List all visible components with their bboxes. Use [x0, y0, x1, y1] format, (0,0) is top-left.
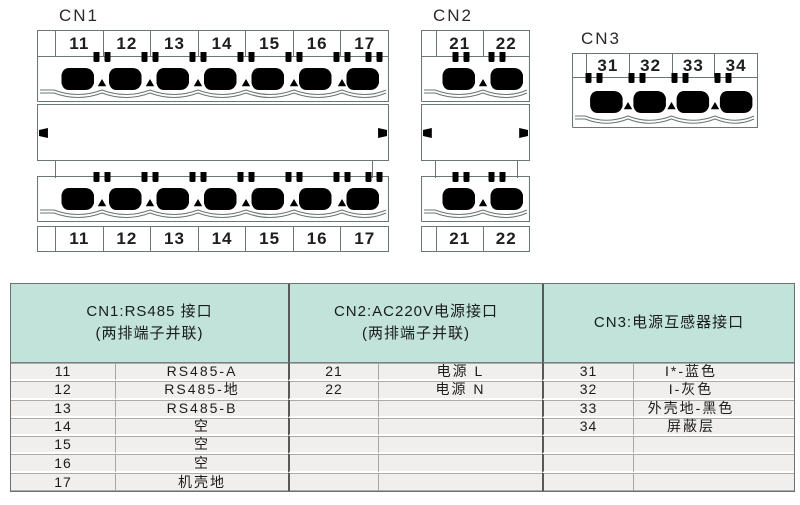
pin-cell: 21 — [288, 363, 379, 382]
pin-cell — [542, 454, 634, 473]
terminal-number: 13 — [151, 31, 199, 56]
pin-cell: 16 — [11, 454, 116, 473]
desc-cell — [634, 436, 794, 455]
table-header-cn2: CN2:AC220V电源接口 (两排端子并联) — [288, 284, 542, 363]
strip-stub — [422, 227, 437, 251]
pin-cell: 17 — [11, 472, 116, 492]
terminal-number: 13 — [151, 227, 199, 251]
terminal-number: 15 — [246, 31, 294, 56]
cn2-bottom-terminal-strip-graphic — [421, 172, 530, 223]
cn1-bottom-number-strip: 11 12 13 14 15 16 17 — [37, 226, 389, 252]
desc-cell — [379, 472, 542, 492]
pin-cell: 33 — [542, 399, 634, 418]
header-subtitle: (两排端子并联) — [95, 325, 204, 342]
connector-cn1: 11 12 13 14 15 16 17 — [37, 30, 389, 252]
strip-stub — [38, 31, 56, 56]
cn2-top-terminal-strip-graphic — [421, 52, 530, 103]
pin-cell: 31 — [542, 363, 634, 382]
desc-cell: 电源 N — [379, 381, 542, 400]
terminal-number: 17 — [354, 229, 376, 248]
pin-cell: 32 — [542, 381, 634, 400]
desc-cell: 电源 L — [379, 363, 542, 382]
pin-cell: 12 — [11, 381, 116, 400]
cn1-body — [37, 104, 389, 161]
desc-cell — [634, 472, 794, 492]
terminal-number: 21 — [437, 31, 484, 56]
cn1-step — [55, 161, 373, 178]
desc-cell: RS485-B — [116, 399, 288, 418]
connector-cn3: 31 32 33 34 — [572, 53, 758, 131]
terminal-number: 14 — [199, 227, 247, 251]
desc-cell: 外壳地-黑色 — [634, 399, 794, 418]
strip-stub — [573, 54, 587, 77]
connector-cn1-label: CN1 — [59, 6, 100, 25]
terminal-number: 31 — [587, 54, 630, 77]
terminal-number: 22 — [495, 33, 517, 53]
pin-cell: 15 — [11, 436, 116, 455]
desc-cell — [379, 417, 542, 437]
cn2-step — [435, 161, 518, 178]
terminal-number: 17 — [354, 33, 376, 53]
pinout-table: CN1:RS485 接口 (两排端子并联) CN2:AC220V电源接口 (两排… — [10, 283, 795, 493]
terminal-number: 11 — [56, 227, 104, 251]
cn2-body — [421, 104, 530, 161]
cn2-bottom-number-strip: 21 22 — [421, 226, 530, 252]
terminal-number: 33 — [673, 54, 716, 77]
terminal-number: 12 — [104, 31, 152, 56]
cn1-top-terminal-strip-graphic — [37, 52, 389, 103]
connector-cn2-label: CN2 — [433, 6, 474, 25]
pin-cell: 14 — [11, 417, 116, 437]
pin-cell: 22 — [288, 381, 379, 400]
din-rail-line — [422, 127, 529, 138]
header-subtitle: (两排端子并联) — [362, 325, 470, 342]
desc-cell — [379, 454, 542, 473]
cn3-terminal-strip-graphic — [572, 73, 758, 129]
header-title: CN1:RS485 接口 — [86, 303, 213, 320]
pin-cell — [288, 436, 379, 455]
strip-stub — [422, 31, 437, 56]
pin-cell: 34 — [542, 417, 634, 437]
desc-cell: 机壳地 — [116, 472, 288, 492]
desc-cell: 空 — [116, 454, 288, 473]
terminal-number: 14 — [199, 31, 247, 56]
terminal-number: 16 — [294, 31, 342, 56]
terminal-number: 32 — [630, 54, 673, 77]
header-title: CN3:电源互感器接口 — [593, 314, 745, 331]
desc-cell: RS485-A — [116, 363, 288, 382]
pin-cell — [288, 399, 379, 418]
terminal-number: 34 — [725, 55, 747, 75]
desc-cell: 空 — [116, 436, 288, 455]
pin-cell — [288, 472, 379, 492]
pin-cell: 13 — [11, 399, 116, 418]
pin-cell — [288, 454, 379, 473]
header-title: CN2:AC220V电源接口 — [333, 303, 499, 320]
pin-cell — [542, 436, 634, 455]
strip-stub — [38, 227, 56, 251]
desc-cell — [379, 436, 542, 455]
desc-cell: I-灰色 — [634, 381, 794, 400]
terminal-number: 15 — [246, 227, 294, 251]
desc-cell: 屏蔽层 — [634, 417, 794, 437]
terminal-number: 16 — [294, 227, 342, 251]
pin-cell — [542, 472, 634, 492]
terminal-number: 22 — [495, 229, 517, 248]
table-header-cn1: CN1:RS485 接口 (两排端子并联) — [11, 284, 288, 363]
terminal-number: 12 — [104, 227, 152, 251]
terminal-number: 21 — [437, 227, 484, 251]
desc-cell: 空 — [116, 417, 288, 437]
desc-cell: I*-蓝色 — [634, 363, 794, 382]
connector-cn3-label: CN3 — [581, 29, 622, 48]
din-rail-line — [38, 127, 388, 138]
terminal-number: 11 — [56, 31, 104, 56]
desc-cell: RS485-地 — [116, 381, 288, 400]
pin-cell — [288, 417, 379, 437]
desc-cell — [634, 454, 794, 473]
cn1-bottom-terminal-strip-graphic — [37, 172, 389, 223]
table-header-cn3: CN3:电源互感器接口 — [542, 284, 794, 363]
pin-cell: 11 — [11, 363, 116, 382]
desc-cell — [379, 399, 542, 418]
connector-cn2: 21 22 21 — [421, 30, 530, 252]
